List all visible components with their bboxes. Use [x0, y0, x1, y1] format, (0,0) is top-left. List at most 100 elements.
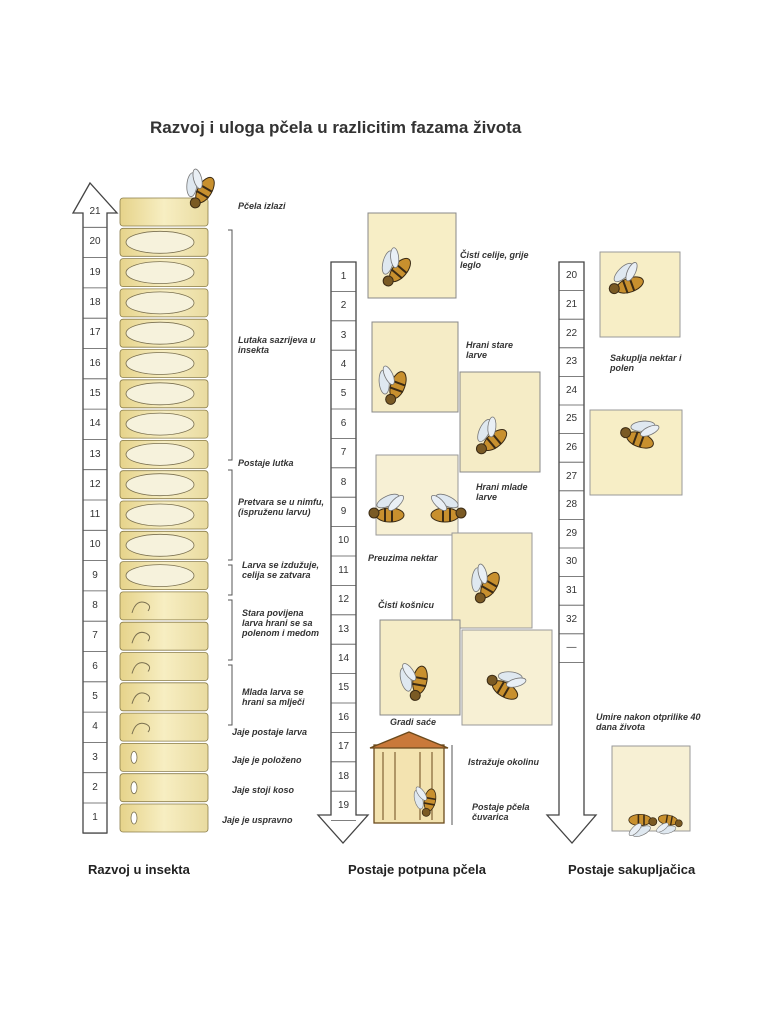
day-number: 22 [565, 327, 578, 339]
day-number: 6 [340, 417, 347, 429]
forager-ruler [545, 261, 598, 844]
day-number: 3 [340, 329, 347, 341]
day-number: 28 [565, 499, 578, 511]
day-number: 31 [565, 584, 578, 596]
pupa [125, 503, 195, 527]
day-number: 3 [92, 751, 98, 763]
day-number: — [566, 642, 577, 654]
pupa [125, 473, 195, 497]
annotation-egg-tilted: Jaje stoji koso [232, 785, 295, 795]
day-number: 7 [92, 630, 98, 642]
day-number: 10 [337, 535, 350, 547]
day-number: 4 [92, 721, 98, 733]
day-number: 5 [92, 690, 98, 702]
day-number: 19 [89, 266, 101, 278]
brood-cell [119, 803, 209, 833]
day-number: 12 [337, 594, 350, 606]
day-number: 12 [89, 478, 101, 490]
development-ruler [71, 181, 119, 834]
day-number: 13 [89, 448, 101, 460]
day-number: 9 [340, 505, 347, 517]
annotation-collects: Sakuplja nektar i polen [610, 353, 682, 373]
adult-ruler-ticks [331, 290, 356, 821]
day-number: 2 [92, 781, 98, 793]
annotation-cleans-cells: Čisti celije, grije leglo [460, 250, 529, 270]
annotation-brackets [228, 229, 233, 726]
forager-ruler-ticks [559, 290, 584, 663]
annotation-young-larva: Mlada larva se hrani sa mlječi [242, 687, 305, 707]
pupa [125, 230, 195, 254]
brood-cells [119, 197, 209, 833]
day-number: 6 [92, 660, 98, 672]
day-number: 5 [340, 388, 347, 400]
forager-illustrations [589, 251, 691, 840]
larva [131, 722, 151, 735]
pupa [125, 382, 195, 406]
annotation-old-larva: Stara povijena larva hrani se sa polenom… [242, 608, 320, 638]
day-number: 10 [89, 539, 101, 551]
day-number: 11 [89, 509, 101, 521]
annotation-takes-nectar: Preuzima nektar [368, 553, 438, 563]
day-number: 8 [340, 476, 347, 488]
day-number: 24 [565, 384, 578, 396]
day-number: 23 [565, 356, 578, 368]
pupa [125, 412, 195, 436]
day-number: 20 [89, 236, 101, 248]
day-number: 32 [565, 613, 578, 625]
day-number: 14 [337, 652, 350, 664]
annotation-dies: Umire nakon otprilike 40 dana života [596, 712, 701, 732]
day-number: 1 [92, 812, 98, 824]
pupa [125, 442, 195, 466]
day-number: 1 [340, 270, 347, 282]
larva [131, 601, 151, 614]
annotation-explores: Istražuje okolinu [468, 757, 540, 767]
brood-cell [119, 743, 209, 772]
annotation-egg-lying: Jaje je položeno [232, 755, 302, 765]
annotation-builds-comb: Gradi saće [390, 717, 437, 727]
egg [130, 781, 138, 795]
day-number: 21 [89, 206, 101, 218]
page-title: Razvoj i uloga pčela u razlicitim fazama… [150, 118, 522, 137]
day-number: 7 [340, 447, 347, 459]
day-number: 15 [89, 387, 101, 399]
adult-ruler [316, 261, 370, 844]
pupa [125, 352, 195, 375]
day-number: 11 [338, 564, 349, 576]
pupa [125, 261, 195, 285]
egg [130, 751, 138, 764]
annotation-egg-larva: Jaje postaje larva [232, 727, 308, 737]
development-ruler-ticks [83, 226, 107, 834]
annotation-egg-upright: Jaje je uspravno [222, 815, 293, 825]
day-number: 13 [337, 623, 350, 635]
day-number: 18 [337, 770, 350, 782]
footer-development: Razvoj u insekta [88, 862, 190, 877]
brood-cell [119, 773, 209, 803]
hive-house-icon [369, 731, 449, 824]
day-number: 17 [89, 327, 101, 339]
annotation-cleans-hive: Čisti košnicu [378, 600, 435, 610]
larva [131, 692, 151, 704]
pupa [125, 564, 195, 587]
annotation-feeds-old: Hrani stare larve [466, 340, 514, 360]
day-number: 4 [340, 358, 347, 370]
egg [130, 811, 138, 825]
annotation-guard: Postaje pčela čuvarica [472, 802, 530, 822]
adult-illustrations [367, 212, 553, 825]
day-number: 26 [565, 441, 578, 453]
footer-forager: Postaje sakupljačica [568, 862, 696, 877]
brood-cell [119, 621, 209, 651]
day-number: 29 [565, 527, 578, 539]
day-number: 19 [337, 799, 350, 811]
annotation-feeds-young: Hrani mlade larve [476, 482, 528, 502]
footer-full-bee: Postaje potpuna pčela [348, 862, 486, 877]
day-number: 20 [565, 270, 578, 282]
brood-cell [119, 197, 209, 227]
day-number: 2 [340, 300, 347, 312]
brood-cell [119, 682, 209, 712]
day-number: 16 [337, 711, 350, 723]
day-number: 30 [565, 556, 578, 568]
day-number: 8 [92, 600, 98, 612]
pupa [125, 291, 195, 315]
annotation-nymph: Pretvara se u nimfu, (ispruženu larvu) [238, 497, 325, 517]
